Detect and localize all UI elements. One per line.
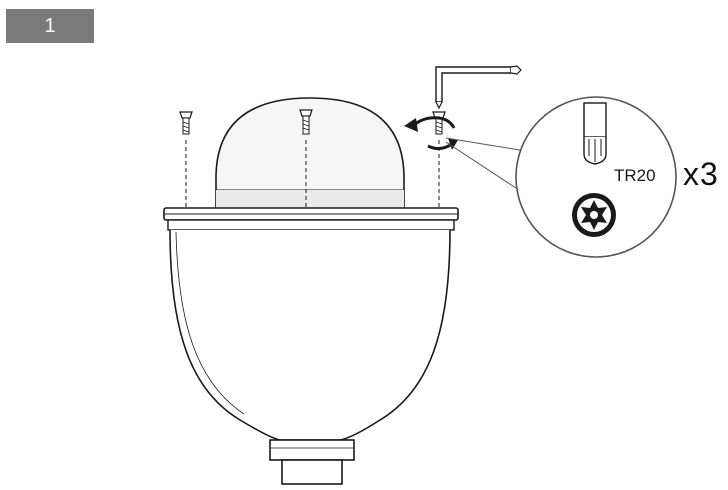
cover-ring (163, 207, 459, 231)
base-neck (269, 439, 355, 485)
dome-bubble (215, 97, 405, 211)
torx-socket-icon (572, 193, 616, 237)
step-number-badge: 1 (6, 9, 94, 43)
torx-bit-label: TR20 (614, 166, 656, 185)
torx-bit-icon (583, 102, 607, 165)
callout-connector (445, 137, 533, 197)
callout-circle (515, 96, 677, 258)
allen-key (435, 65, 522, 110)
housing-bowl (169, 229, 451, 441)
quantity-label: x3 (683, 156, 719, 192)
screw-right (432, 111, 446, 208)
screw-left (179, 111, 193, 210)
screw-middle (299, 109, 313, 208)
